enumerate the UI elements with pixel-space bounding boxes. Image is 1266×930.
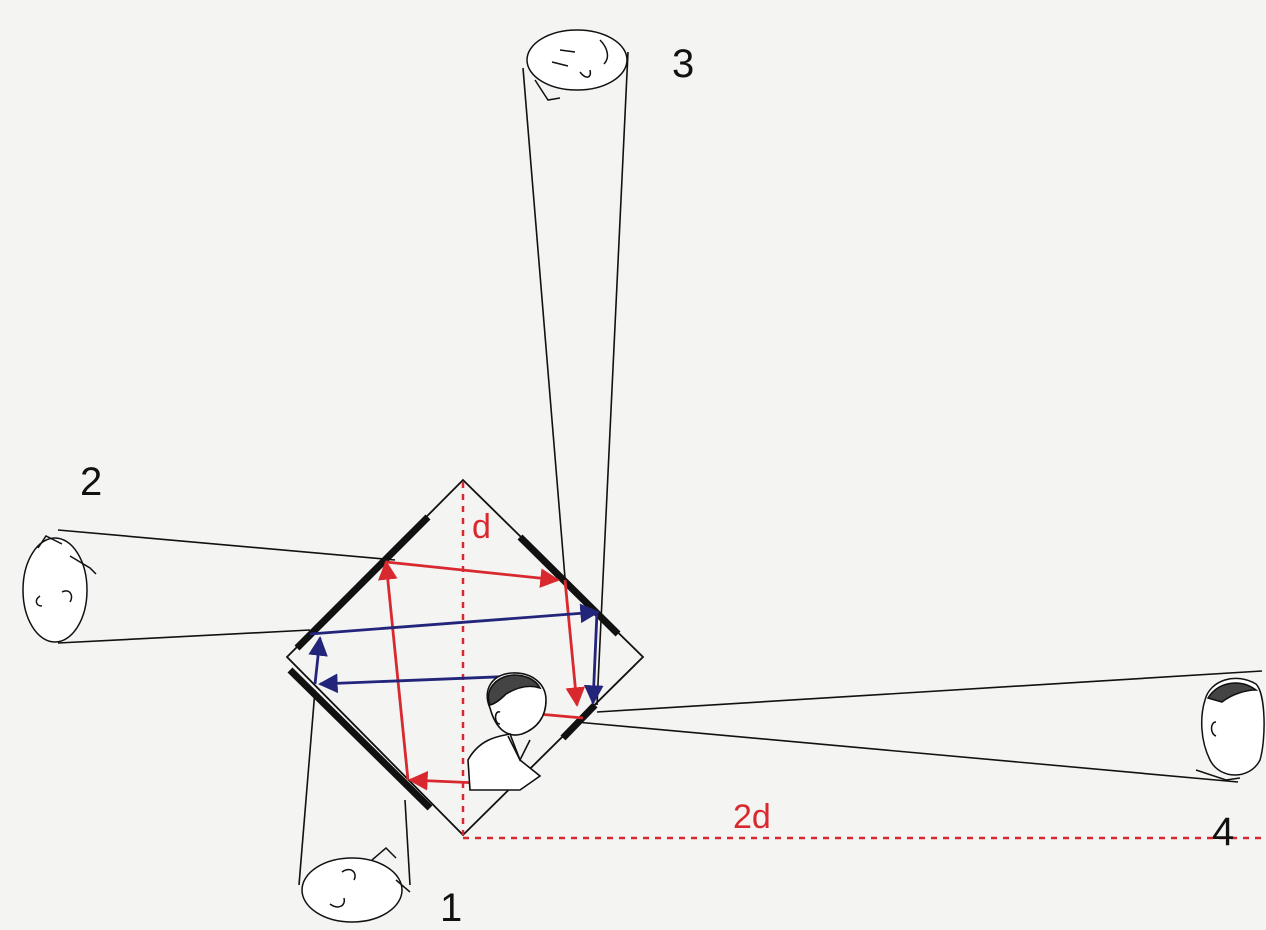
viewer-2-label: 2	[80, 462, 102, 502]
viewer-4-head	[1196, 678, 1264, 780]
blue-ray-4	[593, 612, 597, 703]
viewer-2-head	[23, 536, 96, 642]
viewing-cones	[58, 52, 1262, 885]
viewer-1-label: 1	[440, 888, 462, 928]
viewer-4-label: 4	[1212, 812, 1234, 852]
blue-ray-2	[315, 638, 320, 684]
cone-1-left	[299, 690, 315, 885]
red-ray-2	[386, 562, 408, 780]
viewer-3-label: 3	[672, 44, 694, 84]
mirrors	[290, 517, 618, 808]
blue-ray-3	[310, 612, 598, 634]
cone-3-right	[597, 52, 628, 705]
mirror-top-left	[297, 517, 428, 648]
distance-2d-label: 2d	[733, 800, 771, 834]
cone-4-bottom	[576, 722, 1238, 782]
red-ray-4	[565, 580, 577, 705]
distance-d-label: d	[472, 510, 491, 544]
blue-ray-path	[310, 612, 598, 703]
dimension-lines	[463, 482, 1262, 838]
cone-3-left	[523, 68, 565, 578]
mirror-bottom-right	[563, 705, 595, 738]
cone-2-top	[58, 530, 395, 560]
center-person	[468, 673, 546, 790]
red-ray-3	[386, 562, 558, 580]
cone-2-bottom	[58, 630, 310, 643]
cone-4-top	[597, 671, 1262, 712]
cone-1-right	[405, 800, 410, 885]
viewer-1-head	[302, 848, 410, 922]
blue-ray-1	[320, 676, 520, 684]
viewer-3-head	[527, 30, 627, 100]
red-ray-5	[538, 714, 583, 718]
